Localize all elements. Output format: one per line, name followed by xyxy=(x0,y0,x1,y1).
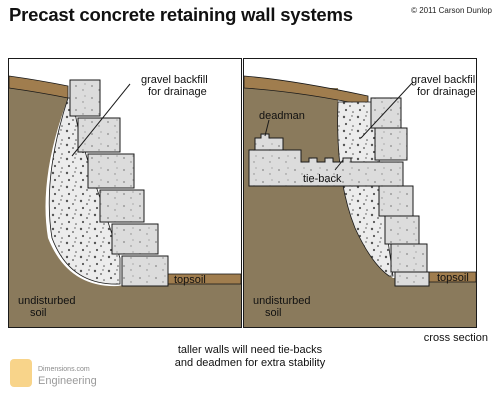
caption-line2: and deadmen for extra stability xyxy=(174,357,326,369)
wall-block xyxy=(121,255,169,287)
left-cross-section-panel: gravel backfill for drainage topsoil und… xyxy=(8,58,242,328)
wall-block xyxy=(394,271,430,287)
gravel-leader-line xyxy=(360,81,414,139)
watermark-logo: Dimensions.com Engineering xyxy=(8,355,148,391)
wall-block xyxy=(384,215,420,245)
left-diagram: gravel backfill for drainage topsoil und… xyxy=(8,58,242,328)
logo-mark-icon xyxy=(10,359,32,387)
deadman-block xyxy=(254,133,284,151)
gravel-label-line1: gravel backfill xyxy=(411,74,477,86)
right-cross-section-panel: gravel backfill for drainage deadman tie… xyxy=(243,58,477,328)
soil-label-line2: soil xyxy=(265,307,282,319)
copyright-text: © 2011 Carson Dunlop xyxy=(411,6,492,15)
topsoil-label: topsoil xyxy=(437,272,469,284)
tieback-beam xyxy=(248,149,404,187)
wall-blocks xyxy=(370,97,430,287)
tieback-label: tie-back xyxy=(303,173,342,185)
wall-block xyxy=(87,153,135,189)
soil-label-line2: soil xyxy=(30,307,47,319)
wall-block xyxy=(77,117,121,153)
gravel-backfill xyxy=(337,101,394,277)
wall-block xyxy=(378,185,414,217)
wall-block xyxy=(111,223,159,255)
topsoil-label: topsoil xyxy=(174,274,206,286)
gravel-label-line1: gravel backfill xyxy=(141,74,208,86)
soil-label-line1: undisturbed xyxy=(18,295,76,307)
caption: taller walls will need tie-backs and dea… xyxy=(0,344,500,370)
wall-block xyxy=(370,97,402,129)
deadman-leader-line xyxy=(264,119,270,137)
wall-block xyxy=(374,127,408,161)
right-diagram: gravel backfill for drainage deadman tie… xyxy=(243,58,477,328)
soil-label-line1: undisturbed xyxy=(253,295,311,307)
gravel-label-line2: for drainage xyxy=(148,86,207,98)
undisturbed-soil xyxy=(9,88,241,327)
gravel-label-line2: for drainage xyxy=(417,86,476,98)
page-title: Precast concrete retaining wall systems xyxy=(9,4,353,25)
wall-block xyxy=(69,79,101,117)
wall-blocks xyxy=(69,79,169,287)
gravel-leader-line xyxy=(71,83,131,157)
watermark-line2: Engineering xyxy=(38,375,97,387)
deadman-label: deadman xyxy=(259,110,305,122)
caption-line1: taller walls will need tie-backs xyxy=(177,344,323,356)
wall-block xyxy=(390,243,428,273)
watermark-line1: Dimensions.com xyxy=(38,366,90,373)
undisturbed-soil xyxy=(244,88,476,327)
wall-block xyxy=(99,189,145,223)
cross-section-label: cross section xyxy=(423,332,488,344)
tieback-leader-line xyxy=(334,159,344,171)
